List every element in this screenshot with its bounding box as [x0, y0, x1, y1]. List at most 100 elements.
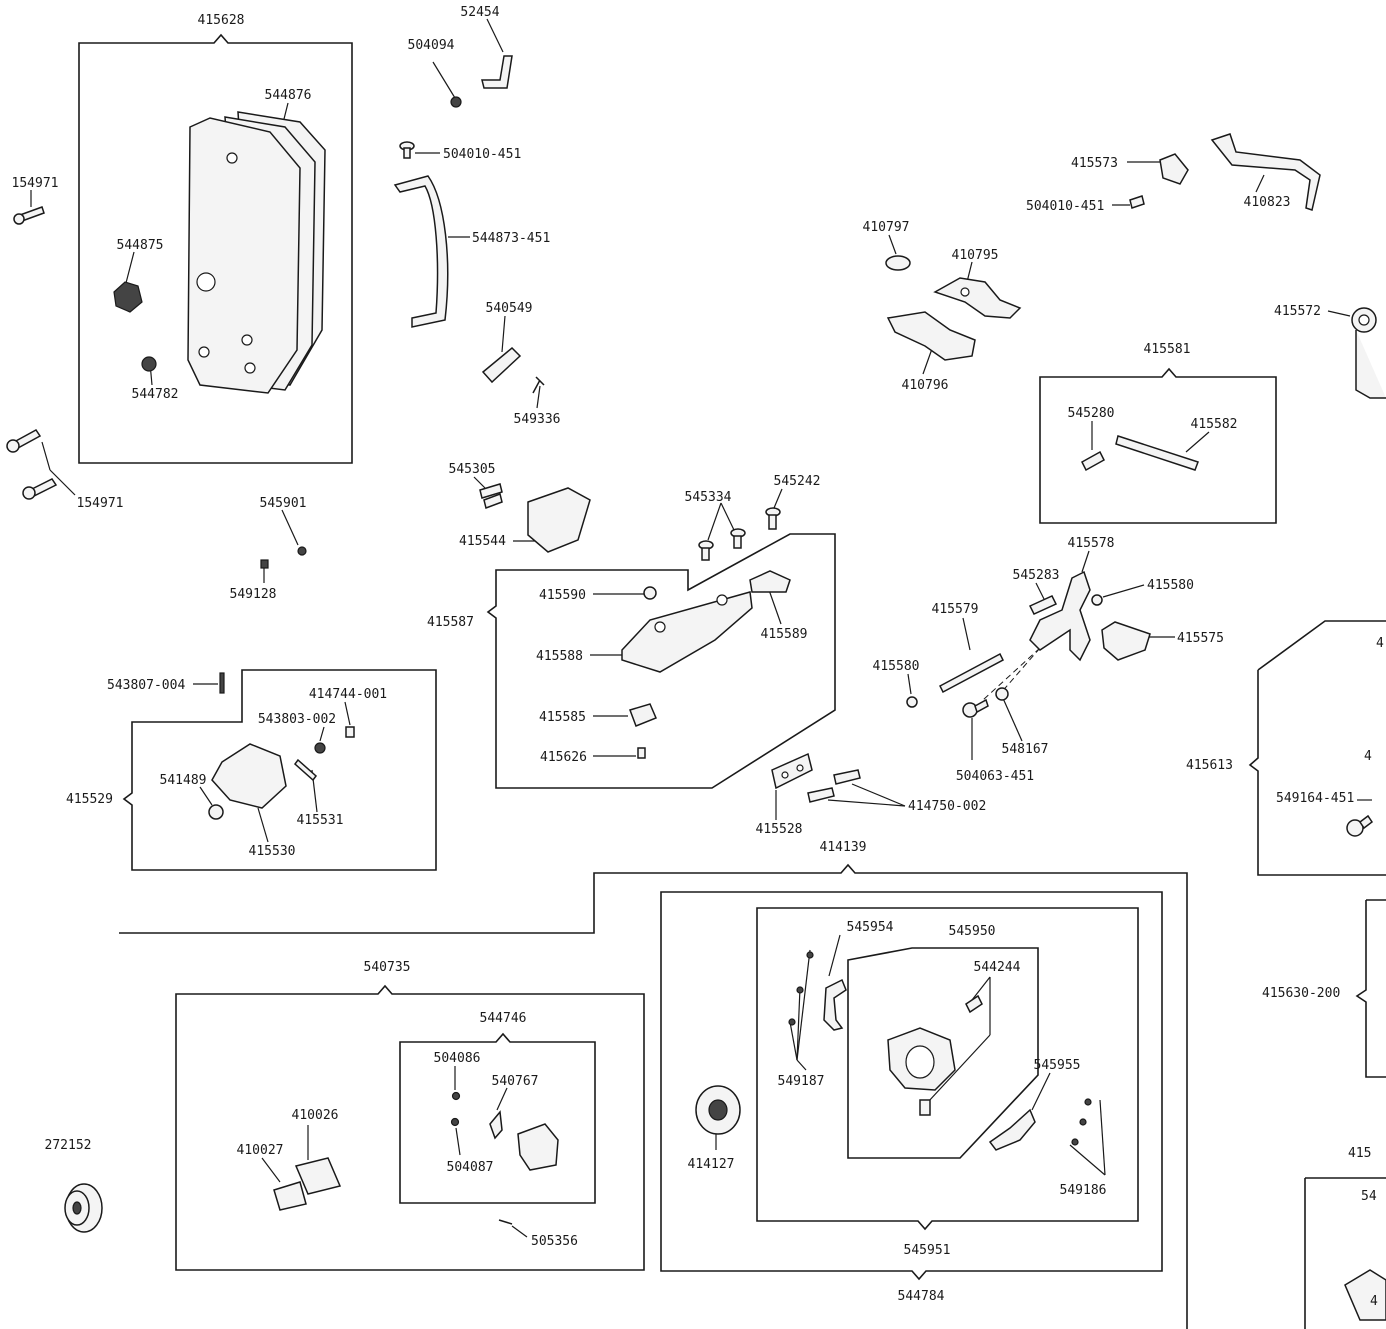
nut-415580b-drawing	[906, 696, 918, 708]
handle-544873-451-drawing	[393, 175, 449, 328]
label-410027: 410027	[237, 1143, 284, 1158]
pin-545280-drawing	[1081, 450, 1105, 472]
screw-lower-drawing	[919, 1099, 931, 1116]
bracket-52454-drawing	[481, 55, 513, 89]
pin-415531-drawing	[293, 758, 318, 782]
label-545901: 545901	[260, 496, 307, 511]
label-414127: 414127	[688, 1157, 735, 1172]
face-plate-drawing	[113, 111, 326, 394]
box-415613	[1248, 620, 1386, 876]
label-544784: 544784	[898, 1289, 945, 1304]
plate-410026-drawing	[294, 1157, 342, 1195]
label-544782: 544782	[132, 387, 179, 402]
label-415630-200: 415630-200	[1262, 986, 1340, 1001]
screw-415626-drawing	[637, 747, 646, 759]
plate-415528-drawing	[771, 752, 813, 790]
box-414139	[119, 863, 1188, 1329]
label-415613: 415613	[1186, 758, 1233, 773]
label-549336: 549336	[514, 412, 561, 427]
plate-410027-drawing	[273, 1181, 307, 1211]
label-540767: 540767	[492, 1074, 539, 1089]
label-540549: 540549	[486, 301, 533, 316]
bracket-415544-drawing	[527, 487, 591, 553]
label-415572: 415572	[1274, 304, 1321, 319]
label-415528: 415528	[756, 822, 803, 837]
label-549128: 549128	[230, 587, 277, 602]
label-544873-451: 544873-451	[472, 231, 550, 246]
label-415579: 415579	[932, 602, 979, 617]
lever-415578-drawing	[1029, 570, 1091, 662]
guard-545954-drawing	[823, 978, 847, 1031]
label-415530: 415530	[249, 844, 296, 859]
partial-part-bottom-right-drawing	[1344, 1269, 1386, 1321]
label-504086: 504086	[434, 1051, 481, 1066]
plate-410795-drawing	[933, 277, 1022, 319]
bobbin-case-drawing	[517, 1123, 559, 1171]
label-415529: 415529	[66, 792, 113, 807]
box-545950	[847, 947, 1039, 1159]
nut-415580a-drawing	[1091, 594, 1103, 606]
screw-549164-451-drawing	[1346, 814, 1374, 837]
screw-545901-drawing	[297, 546, 307, 556]
group-boxes	[78, 33, 1386, 1329]
label-415589: 415589	[761, 627, 808, 642]
label-415575: 415575	[1177, 631, 1224, 646]
label-549186: 549186	[1060, 1183, 1107, 1198]
label-415581: 415581	[1144, 342, 1191, 357]
box-right-bottom	[1304, 1177, 1386, 1329]
label-541489: 541489	[160, 773, 207, 788]
box-545951	[756, 907, 1139, 1231]
bobbin-272152-drawing	[64, 1183, 103, 1233]
part-labels: 415628 52454 504094 544876 504010-451 15…	[12, 5, 1384, 1309]
part-415575-drawing	[1101, 621, 1151, 661]
block-415589-drawing	[749, 570, 791, 593]
label-4-cut-a: 4	[1376, 636, 1384, 651]
screws-545334-drawing	[698, 528, 746, 561]
label-410026: 410026	[292, 1108, 339, 1123]
label-272152: 272152	[45, 1138, 92, 1153]
nut-504094-drawing	[450, 96, 462, 108]
pin-543807-004-drawing	[219, 672, 225, 694]
screws-545305-drawing	[479, 483, 503, 509]
screws-154971-pair	[6, 429, 58, 500]
box-415581	[1039, 367, 1277, 524]
label-415587: 415587	[427, 615, 474, 630]
screw-154971-top	[13, 206, 45, 225]
hook-414127-drawing	[695, 1085, 741, 1135]
leader-lines	[30, 18, 1372, 1238]
label-414750-002: 414750-002	[908, 799, 986, 814]
label-410823: 410823	[1244, 195, 1291, 210]
label-415573: 415573	[1071, 156, 1118, 171]
label-415580-upper: 415580	[1147, 578, 1194, 593]
label-504010-451-top: 504010-451	[443, 147, 521, 162]
shuttle-body-drawing	[887, 1027, 956, 1091]
label-505356: 505356	[531, 1234, 578, 1249]
nut-543803-002-drawing	[314, 742, 326, 754]
part-415573-drawing	[1159, 153, 1189, 185]
screws-414750-002-drawing	[807, 769, 861, 803]
label-4-cut-b: 4	[1364, 749, 1372, 764]
screw-504086-drawing	[451, 1091, 461, 1101]
label-414744-001: 414744-001	[309, 687, 387, 702]
label-549164-451: 549164-451	[1276, 791, 1354, 806]
screw-545242-drawing	[765, 507, 781, 530]
label-545954: 545954	[847, 920, 894, 935]
screw-504063-451-drawing	[962, 698, 989, 718]
label-549187: 549187	[778, 1074, 825, 1089]
part-415572-drawing	[1351, 307, 1386, 399]
label-154971-bottom: 154971	[77, 496, 124, 511]
label-415582: 415582	[1191, 417, 1238, 432]
guard-545955-drawing	[988, 1108, 1036, 1151]
link-540549-drawing	[481, 346, 545, 394]
label-548167: 548167	[1002, 742, 1049, 757]
pin-545283-drawing	[1028, 595, 1058, 615]
label-545950: 545950	[949, 924, 996, 939]
screws-549186-drawing	[1071, 1098, 1092, 1146]
label-504087: 504087	[447, 1160, 494, 1175]
shaft-415582-drawing	[1115, 435, 1199, 471]
label-545283: 545283	[1013, 568, 1060, 583]
label-410796: 410796	[902, 378, 949, 393]
label-415626: 415626	[540, 750, 587, 765]
label-415-cut: 415	[1348, 1146, 1371, 1161]
label-415628: 415628	[198, 13, 245, 28]
